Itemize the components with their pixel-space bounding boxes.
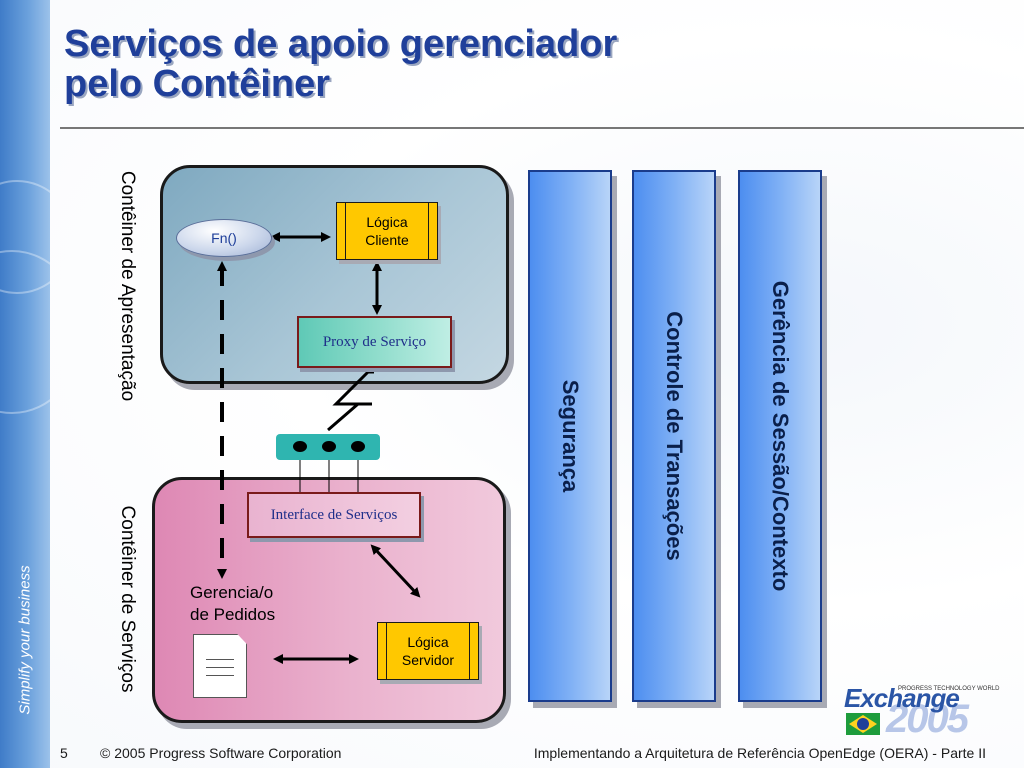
fn-oval: Fn() [176,219,272,257]
service-interface-box: Interface de Serviços [247,492,421,538]
client-logic-box: Lógica Cliente [336,202,438,260]
bus-port-dot [322,441,336,452]
bus-port-dot [293,441,307,452]
client-logic-label: Lógica Cliente [365,214,409,248]
brazil-flag-icon [846,713,880,735]
service-bus-connector [276,434,380,460]
slide-title: Serviços de apoio gerenciador pelo Contê… [64,24,617,104]
transaction-control-column: Controle de Transações [632,170,716,702]
document-icon [193,634,247,698]
sidebar: Simplify your business [0,0,50,768]
slide-title-line-1: Serviços de apoio gerenciador [64,23,618,65]
exchange-2005-logo: 2005 Exchange PROGRESS TECHNOLOGY WORLD [844,683,1014,743]
page-number: 5 [60,745,68,761]
security-column: Segurança [528,170,612,702]
logo-word: Exchange [844,683,960,713]
server-logic-label: Lógica Servidor [401,634,455,668]
server-logic-box: Lógica Servidor [377,622,479,680]
session-context-column: Gerência de Sessão/Contexto [738,170,822,702]
footer-copyright: © 2005 Progress Software Corporation [100,745,342,761]
bus-port-dot [351,441,365,452]
service-proxy-box: Proxy de Serviço [297,316,452,368]
logo-small-text: PROGRESS TECHNOLOGY WORLD [898,686,1000,692]
slide-title-line-2: pelo Contêiner [64,63,331,105]
logo-year: 2005 [886,697,969,741]
title-divider [60,127,1024,129]
interface-to-server-logic-arrow [370,544,421,598]
order-manager-label: Gerencia/o de Pedidos [190,583,276,624]
network-lightning-icon [327,370,374,432]
footer-presentation-title: Implementando a Arquitetura de Referênci… [533,745,986,761]
